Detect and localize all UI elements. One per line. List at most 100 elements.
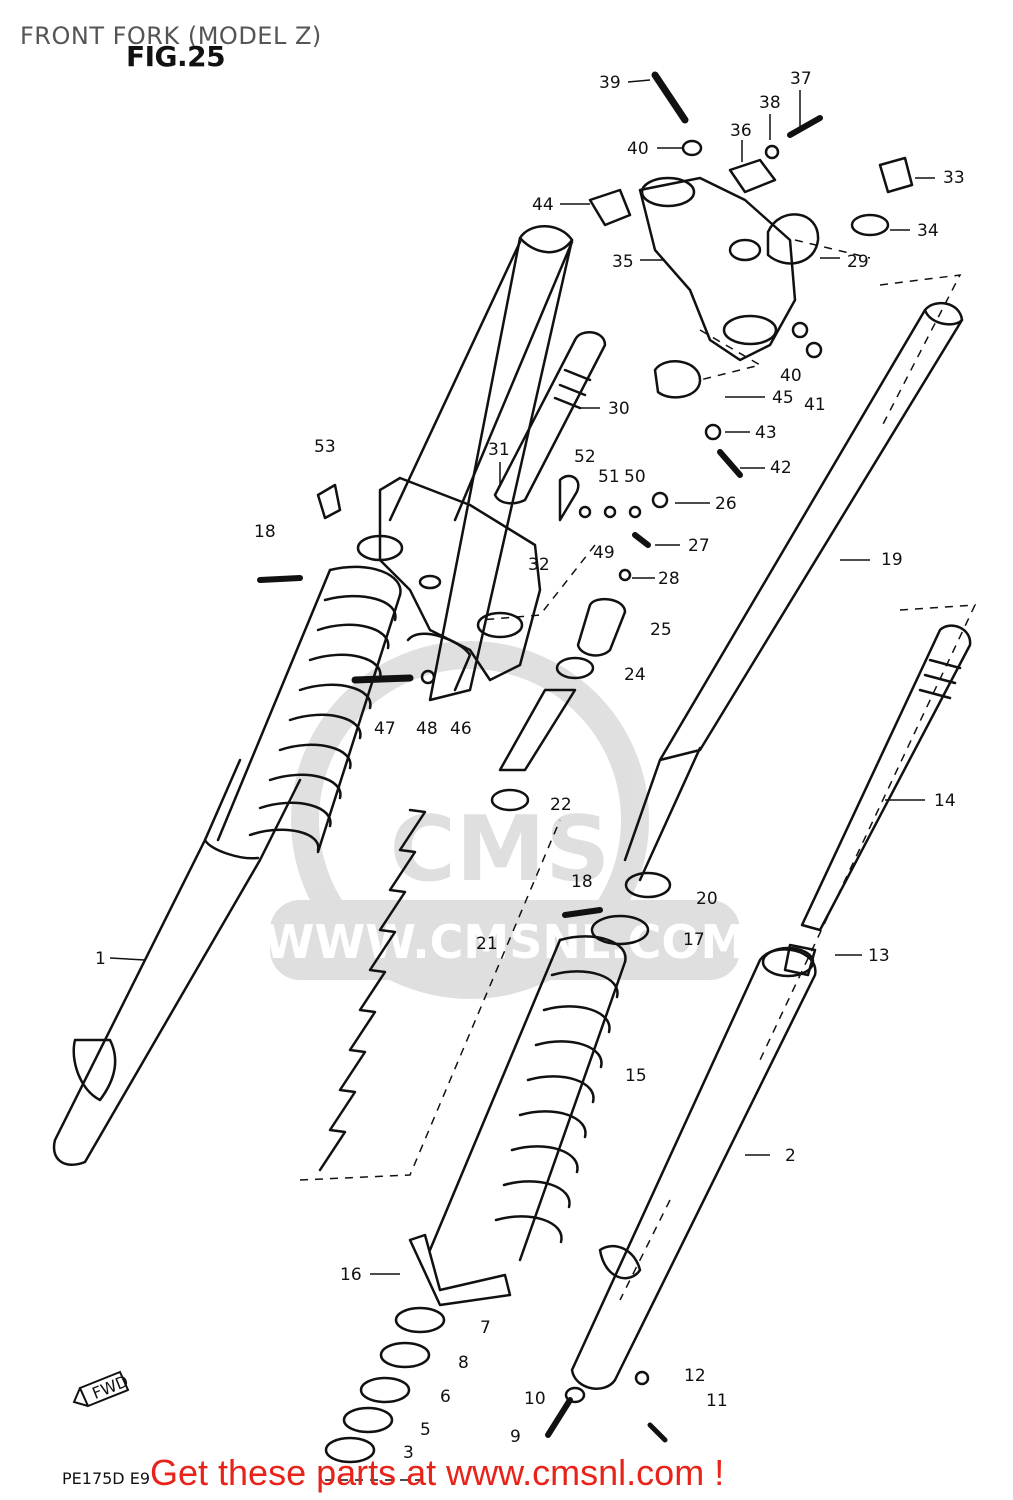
label-13: 13 xyxy=(868,946,890,966)
washer-40-top xyxy=(681,139,703,157)
label-40-bottom: 40 xyxy=(780,366,802,386)
bolt-18-left xyxy=(257,575,303,583)
rod-13 xyxy=(783,943,817,977)
label-12: 12 xyxy=(684,1366,706,1386)
label-40-top: 40 xyxy=(627,139,649,159)
watermark-logo: CMS xyxy=(390,797,610,902)
label-6: 6 xyxy=(440,1387,451,1407)
tube-22 xyxy=(498,688,577,772)
label-45: 45 xyxy=(772,388,794,408)
label-37: 37 xyxy=(790,69,812,89)
bolt-33 xyxy=(878,156,914,194)
seal-7 xyxy=(394,1306,446,1334)
washer-3 xyxy=(324,1436,376,1464)
upper-bracket xyxy=(638,176,797,362)
label-21: 21 xyxy=(476,934,498,954)
washer-12 xyxy=(634,1370,650,1386)
part-labels: 1 2 3 5 6 7 8 9 10 11 12 13 14 15 16 17 … xyxy=(95,69,965,1463)
label-10: 10 xyxy=(524,1389,546,1409)
nut-41 xyxy=(805,341,823,359)
washer-5 xyxy=(342,1406,394,1434)
label-19: 19 xyxy=(881,550,903,570)
label-16: 16 xyxy=(340,1265,362,1285)
right-fork-boot-15 xyxy=(428,935,627,1262)
clip-49 xyxy=(558,474,580,522)
fork-cap-29 xyxy=(766,213,820,265)
holder-53 xyxy=(316,483,342,520)
bolt-18-right xyxy=(562,907,603,918)
nut-50 xyxy=(628,505,642,519)
label-25: 25 xyxy=(650,620,672,640)
label-52: 52 xyxy=(574,447,596,467)
bolt-42 xyxy=(717,449,743,478)
label-8: 8 xyxy=(458,1353,469,1373)
label-22: 22 xyxy=(550,795,572,815)
nut-52 xyxy=(578,505,592,519)
nut-26 xyxy=(651,491,669,509)
label-32: 32 xyxy=(528,555,550,575)
label-29: 29 xyxy=(847,252,869,272)
label-41: 41 xyxy=(804,395,826,415)
label-46: 46 xyxy=(450,719,472,739)
label-7: 7 xyxy=(480,1318,491,1338)
bracket-46 xyxy=(406,632,472,692)
clip-44 xyxy=(588,188,632,227)
left-outer-tube xyxy=(52,225,574,1166)
damper-25 xyxy=(576,597,627,657)
label-44: 44 xyxy=(532,195,554,215)
nut-51 xyxy=(603,505,617,519)
label-26: 26 xyxy=(715,494,737,514)
label-49: 49 xyxy=(593,543,615,563)
label-51: 51 xyxy=(598,467,620,487)
label-1: 1 xyxy=(95,949,106,969)
right-outer-tube-19 xyxy=(623,301,964,882)
model-code: PE175D E9 xyxy=(62,1469,150,1488)
label-17: 17 xyxy=(683,930,705,950)
label-14: 14 xyxy=(934,791,956,811)
label-9: 9 xyxy=(510,1427,521,1447)
spring-21 xyxy=(318,808,427,1172)
seal-8 xyxy=(379,1341,431,1369)
label-11: 11 xyxy=(706,1391,728,1411)
bolt-39 xyxy=(651,71,689,124)
label-31: 31 xyxy=(488,440,510,460)
label-18-left: 18 xyxy=(254,522,276,542)
label-53: 53 xyxy=(314,437,336,457)
label-28: 28 xyxy=(658,569,680,589)
label-15: 15 xyxy=(625,1066,647,1086)
label-24: 24 xyxy=(624,665,646,685)
cms-watermark: CMS WWW.CMSNL.COM xyxy=(264,641,747,999)
fwd-arrow: FWD xyxy=(72,1370,131,1408)
seal-24 xyxy=(555,656,595,680)
ring-20 xyxy=(624,871,672,899)
buy-parts-link[interactable]: Get these parts at www.cmsnl.com ! xyxy=(150,1452,725,1493)
guide-45 xyxy=(653,360,702,399)
label-36: 36 xyxy=(730,121,752,141)
bolt-27 xyxy=(632,532,651,548)
label-33: 33 xyxy=(943,168,965,188)
alignment-lines xyxy=(299,239,977,1481)
lower-bracket xyxy=(356,476,542,682)
label-48: 48 xyxy=(416,719,438,739)
washer-38 xyxy=(764,144,780,160)
lower-leg-2 xyxy=(570,946,817,1390)
page-title: FRONT FORK (MODEL Z) xyxy=(20,22,322,50)
washer-40-bottom xyxy=(791,321,809,339)
label-30: 30 xyxy=(608,399,630,419)
figure-number: FIG.25 xyxy=(126,40,226,73)
label-42: 42 xyxy=(770,458,792,478)
washer-6 xyxy=(359,1376,411,1404)
label-2: 2 xyxy=(785,1146,796,1166)
watermark-url: WWW.CMSNL.COM xyxy=(264,915,747,969)
washer-43 xyxy=(704,423,722,441)
nut-28 xyxy=(618,568,632,582)
bolt-47 xyxy=(351,674,414,684)
fwd-label: FWD xyxy=(89,1371,131,1403)
clamp-36 xyxy=(728,158,777,194)
label-50: 50 xyxy=(624,467,646,487)
clamp-17 xyxy=(590,914,650,946)
ring-22 xyxy=(490,788,530,812)
label-47: 47 xyxy=(374,719,396,739)
left-fork-boot xyxy=(216,565,402,854)
